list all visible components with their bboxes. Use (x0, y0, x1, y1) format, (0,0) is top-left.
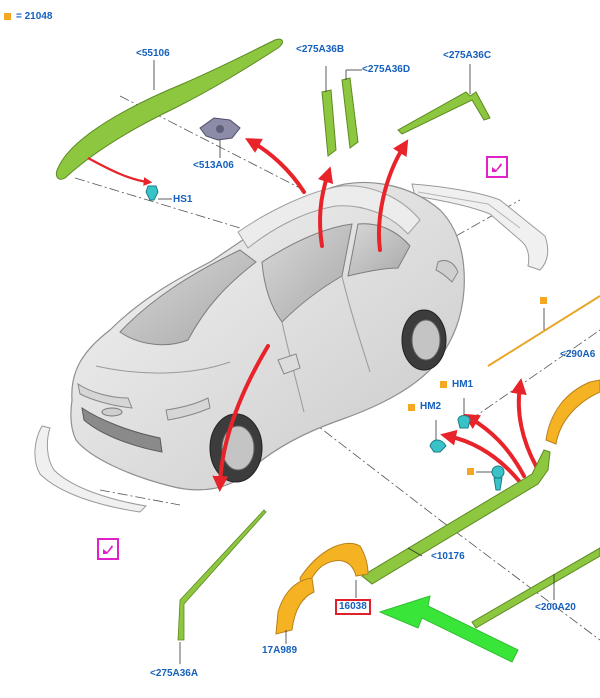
label-55106[interactable]: <55106 (136, 48, 170, 59)
label-200a20[interactable]: <200A20 (535, 602, 576, 613)
front-lip-part (34, 425, 148, 513)
label-17a989[interactable]: 17A989 (262, 645, 298, 656)
label-hm2[interactable]: HM2 (420, 401, 442, 412)
rear-bumper-part (411, 183, 549, 271)
label-hm1-marker (440, 381, 447, 388)
wheel-arch-extension (275, 577, 315, 635)
roof-spoiler-part (55, 38, 283, 180)
sill-clip-marker (467, 468, 474, 475)
external-link-icon (492, 163, 502, 172)
car-illustration (70, 181, 465, 491)
bracket-part (199, 117, 241, 141)
hm2-clip (429, 420, 447, 453)
label-513a06[interactable]: <513A06 (193, 160, 234, 171)
pillar-trim-c (397, 91, 491, 135)
side-sill-part (361, 449, 551, 585)
label-hs1[interactable]: HS1 (173, 194, 193, 205)
hm1-clip (457, 398, 471, 429)
pillar-trim-a (177, 509, 267, 641)
legend-swatch (4, 13, 11, 20)
wheel-arch-molding-front (299, 542, 369, 601)
sill-clips (491, 465, 505, 491)
label-10176[interactable]: <10176 (431, 551, 465, 562)
label-275a36b[interactable]: <275A36B (296, 44, 345, 55)
external-link-icon (103, 545, 113, 554)
wheel-arch-molding-rear (545, 379, 600, 445)
label-hm1[interactable]: HM1 (452, 379, 474, 390)
pillar-trim-b (321, 89, 337, 157)
pillar-trim-d (341, 77, 359, 149)
label-hm2-marker (408, 404, 415, 411)
red-arrows (212, 138, 538, 492)
door-trim-marker (540, 297, 547, 304)
label-275a36a[interactable]: <275A36A (150, 668, 199, 679)
detail-link-icon-front-lip[interactable] (97, 538, 119, 560)
label-290a6[interactable]: <290A6 (560, 349, 596, 360)
hs1-clip (145, 185, 172, 201)
label-275a36c[interactable]: <275A36C (443, 50, 492, 61)
lower-door-molding (471, 547, 600, 629)
door-trim-strip (487, 295, 600, 367)
label-275a36d[interactable]: <275A36D (362, 64, 411, 75)
spoiler-red-arrow (87, 157, 153, 186)
legend-label: = 21048 (16, 11, 53, 22)
pointer-arrow (378, 595, 519, 663)
label-16038-highlighted[interactable]: 16038 (335, 599, 371, 615)
detail-link-icon-rear-bumper[interactable] (486, 156, 508, 178)
